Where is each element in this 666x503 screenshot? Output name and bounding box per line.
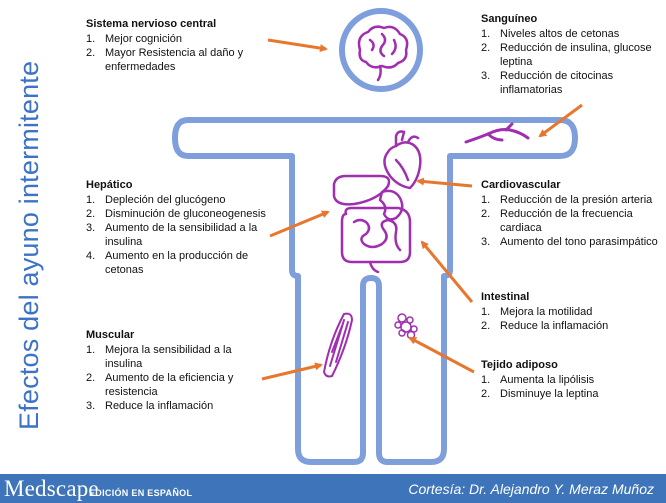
footer-bar: Medscape EDICIÓN EN ESPAÑOL Cortesía: Dr… [0,474,666,503]
list-item: 1.Reducción de la presión arteria [481,194,653,206]
section-intestinal: Intestinal 1.Mejora la motilidad 2.Reduc… [481,290,661,333]
section-tejido-adiposo: Tejido adiposo 1.Aumenta la lipólisis 2.… [481,358,661,401]
stomach-icon [378,189,404,221]
arrow-muscular [261,362,323,381]
section-heading: Tejido adiposo [481,359,558,371]
list-item: 1.Mejor cognición [86,33,183,45]
list-item: 1.Niveles altos de cetonas [481,28,620,40]
list-item: 3.Reduce la inflamación [86,400,214,412]
section-heading: Intestinal [481,291,530,303]
list-item: 1.Depleción del glucógeno [86,194,226,206]
list-item: 2.Mayor Resistencia al daño y enfermedad… [86,47,244,73]
arrow-hepatico [269,210,330,238]
list-item: 1.Mejora la motilidad [481,306,593,318]
page-title: Efectos del ayuno intermitente [14,60,44,430]
logo-subtitle: EDICIÓN EN ESPAÑOL [89,488,193,498]
list-item: 2.Reduce la inflamación [481,320,609,332]
list-item: 2.Disminución de gluconeogenesis [86,208,266,220]
brain-icon [357,25,409,82]
list-item: 1.Mejora la sensibilidad a la insulina [86,344,232,370]
list-item: 2.Aumento de la eficiencia y resistencia [86,372,234,398]
section-heading: Sistema nervioso central [86,18,217,30]
muscle-icon [322,312,354,378]
section-heading: Hepático [86,179,133,191]
section-hepatico: Hepático 1.Depleción del glucógeno 2.Dis… [86,178,272,277]
intestine-icon [340,206,412,274]
section-sanguineo: Sanguíneo 1.Niveles altos de cetonas 2.R… [481,12,659,97]
arrow-intestinal [420,240,474,303]
liver-icon [332,174,391,206]
arrows [261,38,583,381]
list-item: 2.Reducción de insulina, glucose leptina [481,42,652,68]
arrow-snc [267,38,328,53]
list-item: 2.Disminuye la leptina [481,388,599,400]
arrow-cardio [416,177,473,188]
credit-text: Cortesía: Dr. Alejandro Y. Meraz Muñoz [408,481,654,497]
blood-vessel-icon [464,122,530,144]
head-outline [339,8,423,92]
medscape-logo: Medscape [4,476,99,501]
section-heading: Cardiovascular [481,179,561,191]
heart-icon [383,130,422,190]
section-heading: Muscular [86,329,135,341]
section-heading: Sanguíneo [481,13,538,25]
list-item: 3.Aumento de la sensibilidad a la insuli… [86,222,258,248]
body-outline [172,117,578,465]
list-item: 2.Reducción de la frecuencia cardiaca [481,208,633,234]
arrow-adiposo [408,336,475,374]
arrow-sanguineo [538,103,583,138]
section-cardiovascular: Cardiovascular 1.Reducción de la presión… [481,178,663,249]
list-item: 3.Aumento del tono parasimpático [481,236,658,248]
list-item: 1.Aumenta la lipólisis [481,374,595,386]
list-item: 4.Aumento en la producción de cetonas [86,250,249,276]
section-muscular: Muscular 1.Mejora la sensibilidad a la i… [86,328,262,413]
list-item: 3.Reducción de citocinas inflamatorias [481,70,614,96]
fat-cells-icon [394,313,418,340]
section-snc: Sistema nervioso central 1.Mejor cognici… [86,17,266,74]
